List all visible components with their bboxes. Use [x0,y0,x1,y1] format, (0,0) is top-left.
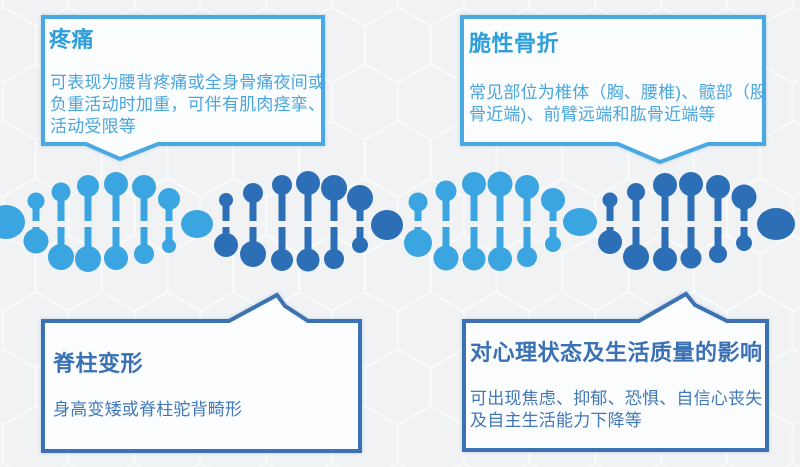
dna-rung [433,180,459,271]
pain-callout-bubble [41,15,325,162]
dna-rung [679,172,703,269]
fracture-body-line: 骨近端)、前臂远端和肱骨近端等 [469,105,716,124]
dna-rung [623,183,649,270]
dna-crossing-node [0,205,25,239]
dna-rung [404,192,432,257]
psych-callout-title: 对心理状态及生活质量的影响 [470,340,763,365]
fracture-callout-title: 脆性骨折 [469,31,560,56]
dna-rung [296,171,320,272]
psych-body-line: 及自主生活能力下降等 [470,411,642,430]
dna-crossing-node [181,210,213,238]
pain-body-line: 活动受限等 [50,117,136,136]
spine-body-line: 身高变矮或脊柱驼背畸形 [53,400,243,419]
dna-rung [240,183,266,267]
pain-body-line: 可表现为腰背疼痛或全身骨痛夜间或 [50,73,326,92]
dna-rung [214,193,238,257]
fracture-callout-body: 常见部位为椎体（胸、腰椎)、髋部（股 骨近端)、前臂远端和肱骨近端等 [469,82,767,126]
pain-callout-title: 疼痛 [49,27,95,52]
dna-crossing-node [371,210,403,240]
psych-callout-body: 可出现焦虑、抑郁、恐惧、自信心丧失 及自主生活能力下降等 [470,388,762,432]
dna-rung [23,192,49,254]
dna-rung [48,182,74,270]
dna-crossing-node [563,208,597,236]
dna-rung [487,171,513,271]
dna-rung [731,184,757,251]
psych-callout-bubble [462,291,769,452]
hexagon-decoration [791,419,800,467]
dna-rung [271,175,293,271]
fracture-callout-bubble [460,15,766,165]
dna-rung [515,175,539,267]
spine-callout-body: 身高变矮或脊柱驼背畸形 [53,399,242,421]
dna-rung [462,172,486,271]
spine-callout-title: 脊柱变形 [53,351,144,376]
dna-rung [132,175,156,264]
pain-body-line: 负重活动时加重，可伴有肌肉痉挛、 [50,95,326,114]
dna-rung [706,175,730,263]
dna-crossing-node [757,208,795,240]
pain-callout-body: 可表现为腰背疼痛或全身骨痛夜间或 负重活动时加重，可伴有肌肉痉挛、 活动受限等 [50,72,325,138]
psych-body-line: 可出现焦虑、抑郁、恐惧、自信心丧失 [470,389,763,408]
fracture-body-line: 常见部位为椎体（胸、腰椎)、髋部（股 [469,83,768,102]
dna-rung [347,185,373,253]
dna-rung [321,175,347,269]
dna-rung [541,188,565,252]
dna-rung [653,173,677,271]
dna-rung [598,192,622,254]
dna-rung [158,188,180,253]
dna-rung [75,175,101,272]
spine-callout-bubble [41,292,362,453]
dna-rung [104,172,128,270]
